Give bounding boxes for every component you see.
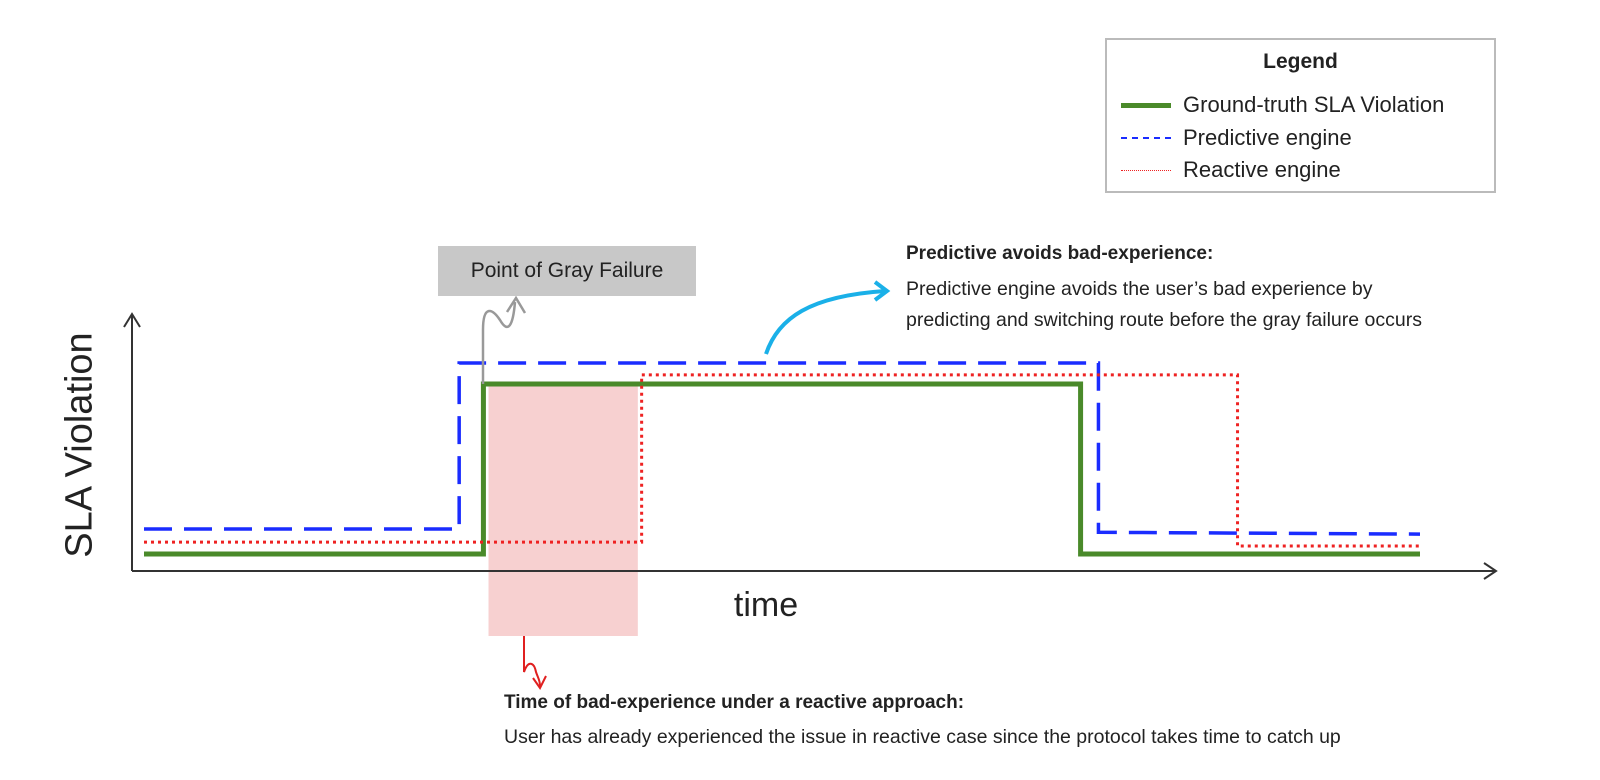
x-axis-arrowhead xyxy=(1483,562,1498,580)
series-line-solid xyxy=(144,381,1420,557)
legend: Legend Ground-truth SLA Violation Predic… xyxy=(1105,38,1496,193)
legend-item-reactive: Reactive engine xyxy=(1121,156,1341,184)
predictive-note-line2: predicting and switching route before th… xyxy=(906,309,1422,331)
legend-label: Ground-truth SLA Violation xyxy=(1183,92,1445,117)
legend-label: Reactive engine xyxy=(1183,157,1341,182)
gray-failure-squiggle-arrow xyxy=(481,301,517,384)
reactive-note-title: Time of bad-experience under a reactive … xyxy=(504,692,965,713)
dashed-line-swatch-icon xyxy=(1121,137,1171,139)
dotted-line-swatch-icon xyxy=(1121,169,1171,171)
gray-arrowhead xyxy=(505,295,527,314)
predictive-arrowhead xyxy=(873,280,891,302)
legend-title: Legend xyxy=(1263,50,1338,73)
bad-experience-region xyxy=(488,383,638,636)
legend-item-predictive: Predictive engine xyxy=(1121,124,1352,152)
y-axis-label: SLA Violation xyxy=(58,332,101,558)
gray-failure-label: Point of Gray Failure xyxy=(438,246,696,296)
predictive-note-title: Predictive avoids bad-experience: xyxy=(906,243,1214,264)
reactive-note-text: User has already experienced the issue i… xyxy=(504,726,1341,748)
predictive-curve-arrow xyxy=(764,289,886,355)
reactive-squiggle-arrow xyxy=(523,636,541,687)
series-line-dashed xyxy=(144,361,1421,536)
x-axis-label: time xyxy=(733,586,799,624)
predictive-note-line1: Predictive engine avoids the user’s bad … xyxy=(906,278,1373,300)
legend-item-ground-truth: Ground-truth SLA Violation xyxy=(1121,91,1444,119)
y-axis-arrowhead xyxy=(123,312,141,328)
reactive-arrowhead xyxy=(532,675,547,690)
series-line-dotted xyxy=(144,373,1420,548)
legend-label: Predictive engine xyxy=(1183,125,1352,150)
solid-line-swatch-icon xyxy=(1121,102,1171,108)
